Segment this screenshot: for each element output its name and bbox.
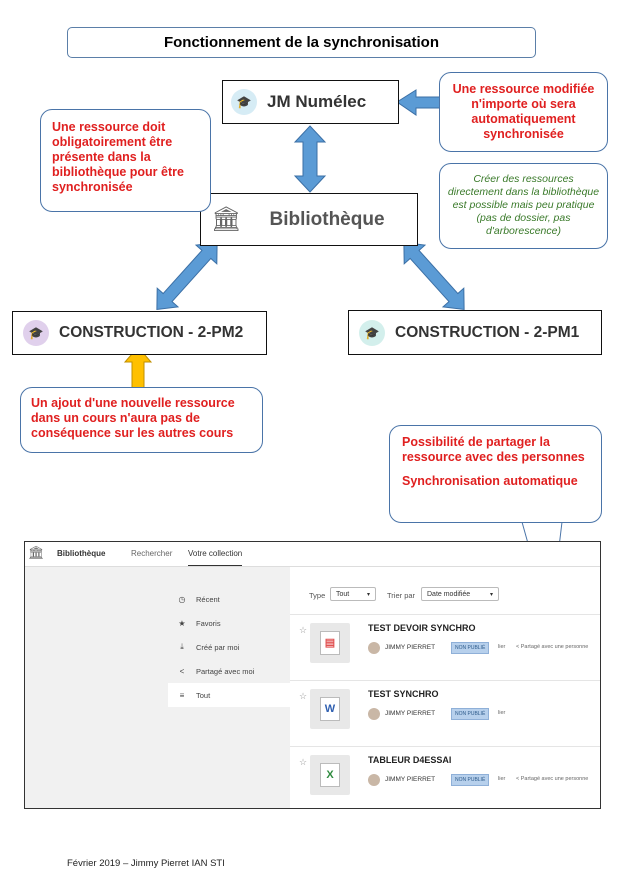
callout-share-text: Possibilité de partager la ressource ave…	[402, 435, 589, 465]
library-menu: ◷ Récent ★ Favoris ⤓ Créé par moi < Partagé ave…	[168, 587, 290, 707]
graduation-cap-icon: 🎓	[359, 320, 385, 346]
node-label: Bibliothèque	[269, 209, 384, 231]
menu-item[interactable]: < Partagé avec moi	[168, 659, 290, 683]
download-icon: ⤓	[176, 642, 188, 652]
node-construction-pm1: 🎓 CONSTRUCTION - 2-PM1	[348, 310, 602, 355]
filter-type-value: Tout	[336, 591, 349, 598]
file-thumbnail: X	[310, 755, 350, 795]
star-icon: ★	[176, 619, 188, 628]
star-icon[interactable]: ☆	[299, 691, 307, 702]
chevron-down-icon: ▾	[490, 591, 493, 598]
callout-new-resource: Un ajout d'une nouvelle ressource dans u…	[20, 387, 263, 453]
graduation-cap-icon: 🎓	[23, 320, 49, 346]
link-action[interactable]: lier	[498, 776, 505, 782]
node-jm-numelec: 🎓 JM Numélec	[222, 80, 399, 124]
status-badge: NON PUBLIÉ	[451, 774, 489, 786]
filter-sort-select[interactable]: Date modifiée ▾	[421, 587, 499, 601]
nav-collection[interactable]: Votre collection	[188, 549, 242, 566]
menu-item[interactable]: ◷ Récent	[168, 587, 290, 611]
clock-icon: ◷	[176, 595, 188, 604]
nav-search[interactable]: Rechercher	[131, 549, 172, 558]
node-bibliotheque: 🏛 Bibliothèque	[200, 193, 418, 246]
node-label: JM Numélec	[267, 92, 366, 112]
avatar	[368, 774, 380, 786]
menu-item-label: Récent	[196, 595, 220, 604]
nav-brand[interactable]: Bibliothèque	[57, 549, 105, 558]
menu-icon: ≡	[176, 691, 188, 700]
resource-row[interactable]: ☆ X TABLEUR D4ESSAI JIMMY PIERRET NON PUBLIÉ…	[290, 746, 601, 809]
resource-title[interactable]: TEST DEVOIR SYNCHRO	[368, 623, 476, 633]
resource-author: JIMMY PIERRET	[385, 776, 435, 783]
library-icon: 🏛	[211, 208, 241, 232]
node-label: CONSTRUCTION - 2-PM2	[59, 324, 243, 342]
graduation-cap-icon: 🎓	[231, 89, 257, 115]
resource-row[interactable]: ☆ ▤ TEST DEVOIR SYNCHRO JIMMY PIERRET NON PU…	[290, 614, 601, 681]
share-text: Partagé avec une personne	[521, 644, 589, 650]
status-badge: NON PUBLIÉ	[451, 642, 489, 654]
doc-file-icon: ▤	[320, 631, 340, 655]
excel-file-icon: X	[320, 763, 340, 787]
library-content: Type Tout ▾ Trier par Date modifiée ▾ ☆ ▤…	[290, 567, 601, 809]
status-badge: NON PUBLIÉ	[451, 708, 489, 720]
file-thumbnail: W	[310, 689, 350, 729]
star-icon[interactable]: ☆	[299, 757, 307, 768]
avatar	[368, 642, 380, 654]
menu-item-label: Créé par moi	[196, 643, 239, 652]
callout-share: Possibilité de partager la ressource ave…	[389, 425, 602, 523]
callout-obligation: Une ressource doit obligatoirement être …	[40, 109, 211, 212]
footer: Février 2019 – Jimmy Pierret IAN STI	[67, 858, 225, 869]
word-file-icon: W	[320, 697, 340, 721]
library-topbar: 🏛 Bibliothèque Rechercher Votre collecti…	[25, 542, 600, 567]
menu-item[interactable]: ★ Favoris	[168, 611, 290, 635]
callout-modification: Une ressource modifiée n'importe où sera…	[439, 72, 608, 152]
filter-type-select[interactable]: Tout ▾	[330, 587, 376, 601]
star-icon[interactable]: ☆	[299, 625, 307, 636]
share-text: Partagé avec une personne	[521, 776, 589, 782]
resource-author: JIMMY PIERRET	[385, 710, 435, 717]
library-logo-icon: 🏛	[28, 545, 45, 561]
arrow-jm-bib	[295, 126, 325, 192]
link-action[interactable]: lier	[498, 644, 505, 650]
arrow-callout-jm	[397, 90, 441, 115]
menu-item-label: Favoris	[196, 619, 221, 628]
resource-author: JIMMY PIERRET	[385, 644, 435, 651]
resource-row[interactable]: ☆ W TEST SYNCHRO JIMMY PIERRET NON PUBLIÉ lie…	[290, 680, 601, 747]
library-screenshot: 🏛 Bibliothèque Rechercher Votre collecti…	[24, 541, 601, 809]
resource-title[interactable]: TEST SYNCHRO	[368, 689, 439, 699]
menu-item[interactable]: ≡ Tout	[168, 683, 290, 707]
menu-item-label: Tout	[196, 691, 210, 700]
arrow-bib-pm2	[146, 233, 227, 319]
menu-item-label: Partagé avec moi	[196, 667, 254, 676]
file-thumbnail: ▤	[310, 623, 350, 663]
avatar	[368, 708, 380, 720]
resource-title[interactable]: TABLEUR D4ESSAI	[368, 755, 451, 765]
filter-sort-value: Date modifiée	[427, 591, 470, 598]
share-info[interactable]: < Partagé avec une personne	[516, 644, 588, 650]
node-label: CONSTRUCTION - 2-PM1	[395, 324, 579, 342]
callout-sync-text: Synchronisation automatique	[402, 474, 589, 489]
node-construction-pm2: 🎓 CONSTRUCTION - 2-PM2	[12, 311, 267, 355]
menu-item[interactable]: ⤓ Créé par moi	[168, 635, 290, 659]
chevron-down-icon: ▾	[367, 591, 370, 598]
share-info[interactable]: < Partagé avec une personne	[516, 776, 588, 782]
filter-sort-label: Trier par	[387, 591, 415, 600]
share-icon: <	[176, 667, 188, 676]
filter-type-label: Type	[309, 591, 325, 600]
link-action[interactable]: lier	[498, 710, 505, 716]
callout-creation: Créer des ressources directement dans la…	[439, 163, 608, 249]
